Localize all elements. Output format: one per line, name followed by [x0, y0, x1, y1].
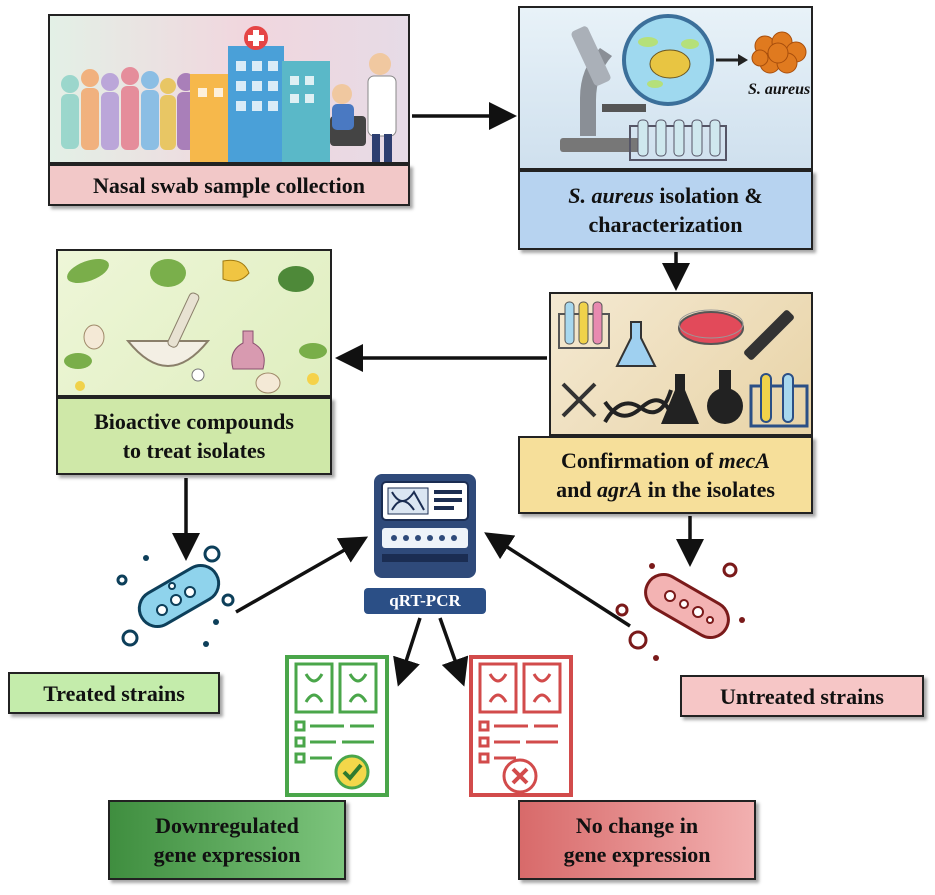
- nochange-label: No change in gene expression: [518, 800, 756, 880]
- treated-strains-text: Treated strains: [43, 680, 185, 706]
- lab-equipment-illustration: [549, 292, 813, 436]
- isolation-rest: isolation &: [653, 183, 763, 208]
- nasal-swab-label: Nasal swab sample collection: [48, 164, 410, 206]
- qrtpcr-machine-icon: [370, 470, 480, 582]
- nasal-swab-text: Nasal swab sample collection: [93, 172, 365, 198]
- qrtpcr-label: qRT-PCR: [364, 588, 486, 614]
- treated-bacterium-icon: [110, 540, 240, 660]
- isolation-species: S. aureus: [568, 183, 654, 208]
- treated-strains-label: Treated strains: [8, 672, 220, 714]
- downregulated-report-icon: [284, 654, 392, 800]
- untreated-strains-text: Untreated strains: [720, 683, 884, 709]
- microscope-illustration: S. aureus: [518, 6, 813, 170]
- downregulated-line1: Downregulated: [155, 813, 299, 838]
- confirmation-post2: in the isolates: [642, 477, 775, 502]
- isolation-line2: characterization: [588, 212, 743, 237]
- isolation-line1: S. aureus isolation &: [568, 181, 762, 210]
- isolation-label: S. aureus isolation & characterization: [518, 170, 813, 250]
- s-aureus-caption: S. aureus: [748, 81, 810, 98]
- nasal-swab-illustration: [48, 14, 410, 164]
- confirmation-pre2: and: [556, 477, 598, 502]
- arrow-pcr-to-down: [393, 617, 422, 687]
- confirmation-meca: mecA: [718, 448, 770, 473]
- bioactive-line1: Bioactive compounds: [94, 409, 294, 434]
- arrow-pcr-to-nochange: [438, 617, 469, 687]
- bioactive-line2: to treat isolates: [122, 438, 266, 463]
- confirmation-pre1: Confirmation of: [561, 448, 719, 473]
- nochange-report-icon: [468, 654, 576, 800]
- untreated-bacterium-icon: [612, 550, 752, 668]
- confirmation-agra: agrA: [597, 477, 643, 502]
- arrow-treated-to-pcr: [235, 536, 369, 614]
- confirmation-label: Confirmation of mecA and agrA in the iso…: [518, 436, 813, 514]
- bioactive-label: Bioactive compounds to treat isolates: [56, 397, 332, 475]
- downregulated-line2: gene expression: [153, 842, 301, 867]
- confirmation-line1: Confirmation of mecA: [561, 446, 770, 475]
- untreated-strains-label: Untreated strains: [680, 675, 924, 717]
- nochange-line2: gene expression: [563, 842, 711, 867]
- arrow-untreated-to-pcr: [484, 532, 631, 628]
- confirmation-line2: and agrA in the isolates: [556, 475, 775, 504]
- herbs-illustration: [56, 249, 332, 397]
- downregulated-label: Downregulated gene expression: [108, 800, 346, 880]
- nochange-line1: No change in: [575, 813, 699, 838]
